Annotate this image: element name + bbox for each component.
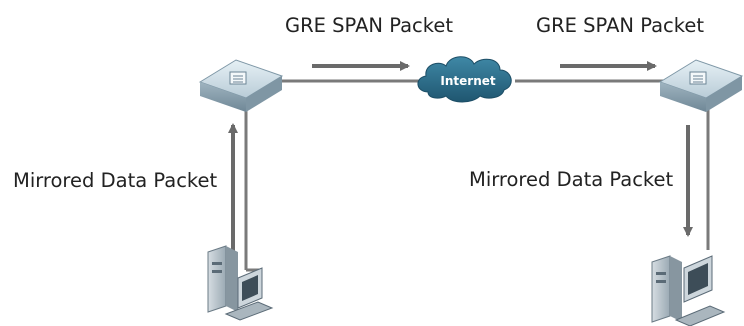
cloud-icon: Internet [417,56,512,103]
connection-lines [244,79,710,272]
pc-icon [651,255,726,326]
pc-icon [207,245,274,321]
mirrored-data-label-right: Mirrored Data Packet [469,168,674,191]
flow-arrows [228,61,693,255]
switch-icon [658,59,744,112]
gre-span-label-right: GRE SPAN Packet [536,14,704,37]
gre-span-label-left: GRE SPAN Packet [285,14,453,37]
mirrored-data-label-left: Mirrored Data Packet [13,169,218,192]
cloud-label: Internet [440,74,495,88]
switch-icon [198,59,284,112]
